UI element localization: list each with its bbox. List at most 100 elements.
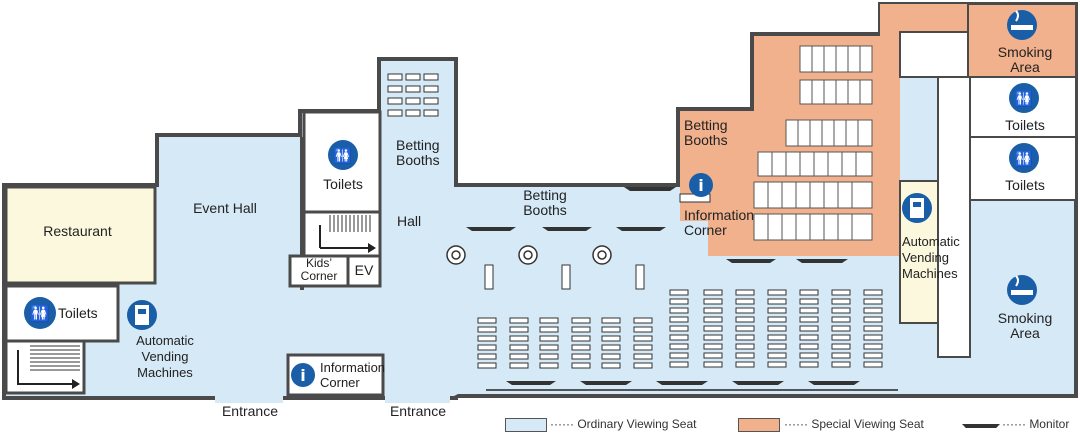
ordinary-seat [703, 325, 723, 332]
ordinary-seat [601, 335, 621, 342]
ordinary-seat [601, 344, 621, 351]
ordinary-seat [735, 298, 755, 305]
stairs-left-arrow [17, 350, 72, 385]
ordinary-seat [601, 326, 621, 333]
ordinary-seat [863, 361, 883, 368]
ordinary-seat [831, 352, 851, 359]
legend-ordinary-swatch [505, 418, 547, 432]
ordinary-seat [477, 335, 497, 342]
ordinary-seat [539, 317, 559, 324]
ordinary-seat [633, 317, 653, 324]
ordinary-seat [703, 361, 723, 368]
ordinary-seat [735, 307, 755, 314]
ordinary-seat [477, 317, 497, 324]
information-corner-bottom-label: Information Corner [320, 360, 386, 390]
ordinary-seat [863, 298, 883, 305]
ordinary-seat [509, 326, 529, 333]
hall-label: Hall [397, 213, 422, 229]
ordinary-seat [539, 362, 559, 369]
ordinary-seat [571, 335, 591, 342]
ordinary-seat [767, 298, 787, 305]
ordinary-seat [509, 362, 529, 369]
ordinary-seat [799, 361, 819, 368]
ordinary-seat [831, 316, 851, 323]
toilets-right-lower-label: Toilets [1005, 177, 1045, 193]
svg-text:🚻: 🚻 [1015, 90, 1034, 108]
ordinary-seat [831, 298, 851, 305]
restaurant-label: Restaurant [43, 223, 112, 239]
ordinary-seat [477, 353, 497, 360]
kids-corner-label: Kids’ Corner [300, 256, 338, 283]
ordinary-seat [767, 361, 787, 368]
elevator-room [346, 254, 382, 288]
ordinary-seat [735, 361, 755, 368]
ordinary-seat [831, 289, 851, 296]
ordinary-seat [571, 344, 591, 351]
ordinary-seat [735, 352, 755, 359]
toilet-icon: 🚻 [24, 297, 56, 329]
vending-left-label: Automatic Vending Machines [136, 333, 194, 380]
ordinary-seat [799, 289, 819, 296]
ordinary-seat [767, 343, 787, 350]
ordinary-seat [669, 334, 689, 341]
legend-special-swatch [738, 418, 780, 432]
ordinary-seat [539, 335, 559, 342]
ordinary-seat [735, 289, 755, 296]
ordinary-seat [767, 334, 787, 341]
ordinary-seat [767, 352, 787, 359]
ordinary-seat [863, 343, 883, 350]
ordinary-seat [571, 362, 591, 369]
ordinary-seat [477, 362, 497, 369]
svg-text:🚻: 🚻 [30, 304, 50, 323]
ordinary-seat [735, 325, 755, 332]
ordinary-seat [669, 307, 689, 314]
betting-booths-top-label: Betting Booths [396, 137, 440, 168]
ordinary-seat [703, 307, 723, 314]
ordinary-seat [831, 334, 851, 341]
elevator-label: EV [354, 262, 374, 278]
ordinary-seat [863, 352, 883, 359]
ordinary-seat [831, 343, 851, 350]
ordinary-seat [863, 316, 883, 323]
svg-text:i: i [698, 176, 703, 195]
smoking-area-right-label: Smoking Area [997, 310, 1053, 341]
ordinary-seats [477, 289, 883, 369]
toilet-icon: 🚻 [328, 140, 358, 170]
vending-machine-icon [127, 300, 157, 330]
ordinary-seat [539, 344, 559, 351]
ordinary-seat [863, 325, 883, 332]
ordinary-seat [799, 325, 819, 332]
ordinary-seat [703, 289, 723, 296]
ordinary-seat [477, 326, 497, 333]
ordinary-seat [799, 316, 819, 323]
ordinary-seat [831, 361, 851, 368]
ordinary-seat [799, 298, 819, 305]
stairs-left-steps [30, 345, 80, 371]
svg-text:🚻: 🚻 [334, 147, 353, 165]
legend-special-label: ······ Special Viewing Seat [784, 417, 924, 431]
smoking-icon [1007, 275, 1037, 305]
ordinary-seat [863, 334, 883, 341]
legend-ordinary-label: ······ Ordinary Viewing Seat [550, 417, 697, 431]
smoking-icon [1007, 10, 1037, 40]
ordinary-seat [669, 343, 689, 350]
ordinary-seat [703, 343, 723, 350]
ordinary-seat [863, 307, 883, 314]
ordinary-seat [735, 316, 755, 323]
ordinary-seat [767, 307, 787, 314]
ordinary-seat [477, 344, 497, 351]
ordinary-seat [539, 326, 559, 333]
ordinary-seat [831, 307, 851, 314]
information-icon: i [689, 173, 713, 197]
ordinary-seat [735, 343, 755, 350]
toilet-icon: 🚻 [1009, 143, 1039, 173]
ordinary-seat [703, 352, 723, 359]
information-icon: i [291, 363, 315, 387]
ordinary-seat [633, 326, 653, 333]
ordinary-seat [767, 325, 787, 332]
ordinary-seat [669, 325, 689, 332]
ordinary-seat [509, 335, 529, 342]
ordinary-seat [799, 307, 819, 314]
betting-booths-center-label: Betting Booths [523, 187, 567, 218]
entrance-right-label: Entrance [389, 403, 447, 419]
